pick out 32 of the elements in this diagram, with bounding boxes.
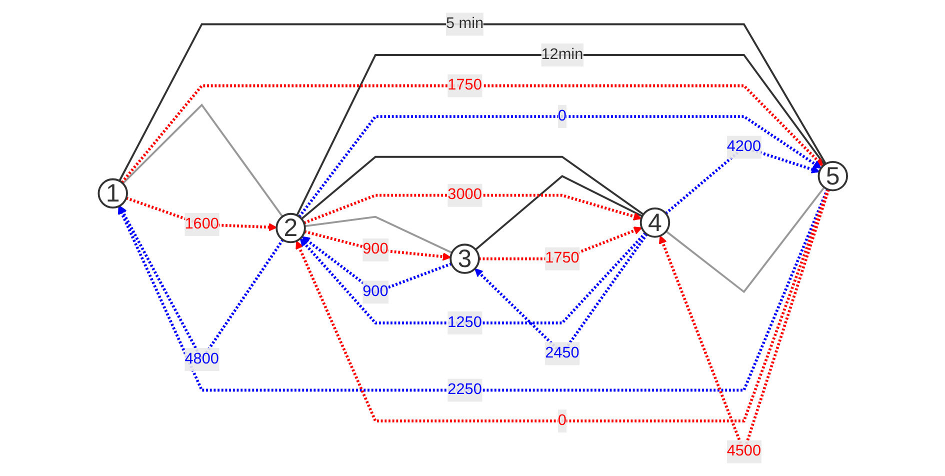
node-circle: 3 xyxy=(449,244,480,274)
node-circle: 5 xyxy=(817,160,848,192)
connector xyxy=(304,216,452,254)
connector xyxy=(122,104,283,218)
edge-label: 12min xyxy=(540,46,583,63)
arrow xyxy=(299,232,646,324)
node-circle: 2 xyxy=(275,212,306,244)
node-circle: 1 xyxy=(97,178,128,209)
connector xyxy=(300,156,644,220)
edge-label: 900 xyxy=(362,284,388,300)
edge-label: 1250 xyxy=(447,314,482,331)
edge-label: 4800 xyxy=(184,350,219,368)
edge-label: 5 min xyxy=(446,16,484,32)
edge-label: 4200 xyxy=(726,138,761,155)
arrow xyxy=(295,188,830,422)
arrow xyxy=(303,194,642,224)
connector xyxy=(474,174,642,250)
edge-label: 4500 xyxy=(726,443,761,460)
edge-label: 0 xyxy=(558,412,566,429)
connector xyxy=(665,186,825,294)
edge-label: 2250 xyxy=(447,382,482,398)
edge-label: 900 xyxy=(362,241,388,258)
edge-label: 3000 xyxy=(447,186,482,204)
connector xyxy=(118,23,826,182)
arrow xyxy=(120,84,823,184)
edge-label: 1750 xyxy=(544,250,579,266)
edge-label: 1750 xyxy=(447,77,482,94)
edge-label: 0 xyxy=(558,108,566,124)
edge-label: 1600 xyxy=(184,216,219,232)
edge-label: 2450 xyxy=(544,345,579,362)
arrow xyxy=(118,188,828,392)
node-circle: 4 xyxy=(639,207,670,238)
